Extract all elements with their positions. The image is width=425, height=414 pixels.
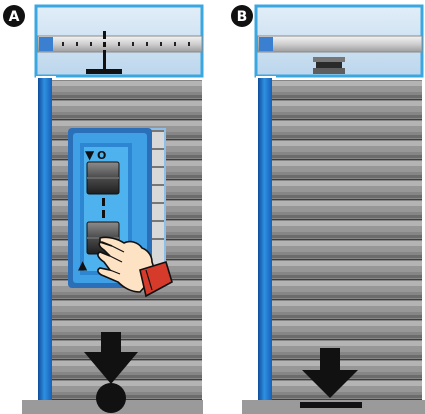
rail-end-cap-b — [259, 37, 273, 51]
rail-tick-marks-a — [62, 42, 190, 46]
sensor-block-marker — [313, 57, 345, 74]
panel-b: B — [231, 4, 425, 414]
up-symbol: ▲ — [78, 258, 88, 272]
center-divider — [102, 198, 105, 218]
svg-text:B: B — [237, 9, 248, 25]
cuff — [139, 260, 173, 298]
guide-post-a — [38, 78, 52, 402]
pointing-hand-icon — [97, 236, 173, 298]
svg-text:A: A — [9, 9, 20, 25]
panel-a: ▼ O ▲ A — [3, 4, 204, 414]
off-symbol: O — [97, 149, 106, 162]
panel-label-b: B — [231, 5, 253, 27]
plunger-marker — [86, 31, 122, 74]
rail-end-cap-a — [39, 37, 53, 51]
panel-label-a: A — [3, 5, 25, 27]
rail-b — [257, 35, 423, 53]
down-symbol: ▼ — [85, 148, 95, 162]
down-arrow-to-dot-icon — [84, 332, 138, 413]
down-arrow-to-bar-icon — [300, 348, 362, 408]
guide-post-b — [258, 78, 272, 402]
shutter-curtain-b — [272, 80, 422, 402]
